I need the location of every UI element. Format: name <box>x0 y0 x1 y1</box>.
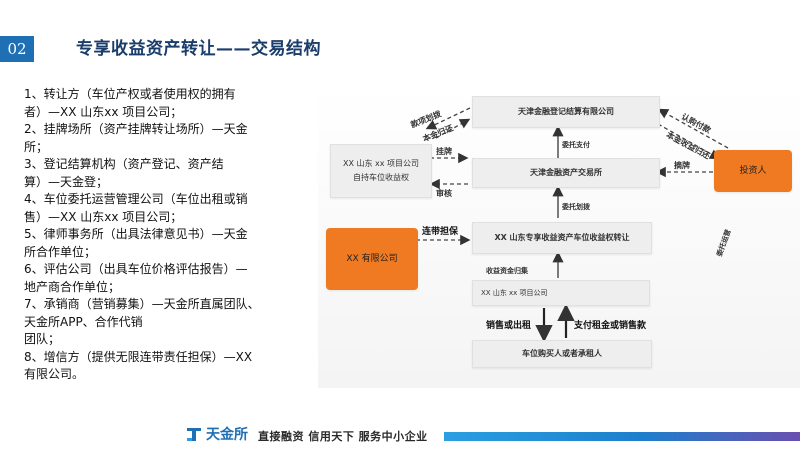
box-investor: 投资人 <box>714 150 792 192</box>
label-listing: 挂牌 <box>436 147 452 156</box>
description-item-7: 7、承销商（营销募集）—天金所直属团队、 天金所APP、合作代销 团队； <box>24 297 260 346</box>
description-item-6: 6、评估公司（出具车位价格评估报告）— 地产商合作单位； <box>24 262 248 294</box>
arrow-payment <box>425 107 471 130</box>
description-item-2: 2、挂牌场所（资产挂牌转让场所）—天金 所； <box>24 122 248 154</box>
label-sell-or-rent: 销售或出租 <box>486 321 532 331</box>
box-project-company: XX 山东 xx 项目公司 自持车位收益权 <box>330 144 432 198</box>
logo-icon <box>186 426 202 442</box>
label-delist: 摘牌 <box>674 161 690 170</box>
box-registry: 天津金融登记结算有限公司 <box>472 96 660 128</box>
arrow-principal-interest <box>657 123 721 160</box>
arrow-subscription <box>657 108 729 149</box>
slide-number-badge: 02 <box>0 36 34 62</box>
description-list: 1、转让方（车位产权或者使用权的拥有 者）—XX 山东xx 项目公司； 2、挂牌… <box>24 86 314 384</box>
description-item-8: 8、增信方（提供无限连带责任担保）—XX 有限公司。 <box>24 349 253 382</box>
diagram-arrows <box>416 107 729 343</box>
label-entrust-payment: 委托支付 <box>562 141 590 149</box>
box-guarantor: XX 有限公司 <box>326 228 418 290</box>
label-guarantee: 连带担保 <box>422 227 459 237</box>
footer-slogan: 直接融资 信用天下 服务中小企业 <box>258 430 428 443</box>
label-review: 审核 <box>436 189 452 198</box>
arrow-principal-return <box>435 118 471 139</box>
description-item-1: 1、转让方（车位产权或者使用权的拥有 者）—XX 山东xx 项目公司； <box>24 87 236 119</box>
logo-text: 天金所 <box>206 427 248 443</box>
box-buyers: 车位购买人或者承租人 <box>472 340 652 368</box>
page-title: 专享收益资产转让——交易结构 <box>76 39 321 59</box>
box-exchange: 天津金融资产交易所 <box>472 158 660 188</box>
footer-logo: 天金所 <box>186 424 248 444</box>
label-pay-rent: 支付租金或销售款 <box>574 321 647 331</box>
transaction-structure-diagram: 天津金融登记结算有限公司 天津金融资产交易所 XX 山东 xx 项目公司 自持车… <box>318 88 800 388</box>
box-transfer: XX 山东专享收益资产车位收益权转让 <box>472 222 652 254</box>
box-collection: XX 山东 xx 项目公司 <box>472 280 650 306</box>
label-entrust-transfer: 委托划拨 <box>562 203 590 211</box>
description-item-5: 5、律师事务所（出具法律意见书）—天金 所合作单位； <box>24 227 248 259</box>
label-collection: 收益资金归集 <box>486 267 528 275</box>
description-item-3: 3、登记结算机构（资产登记、资产结 算）—天金登； <box>24 157 224 189</box>
footer-gradient-bar <box>444 432 800 441</box>
description-item-4: 4、车位委托运营管理公司（车位出租或销 售）—XX 山东xx 项目公司； <box>24 192 248 224</box>
